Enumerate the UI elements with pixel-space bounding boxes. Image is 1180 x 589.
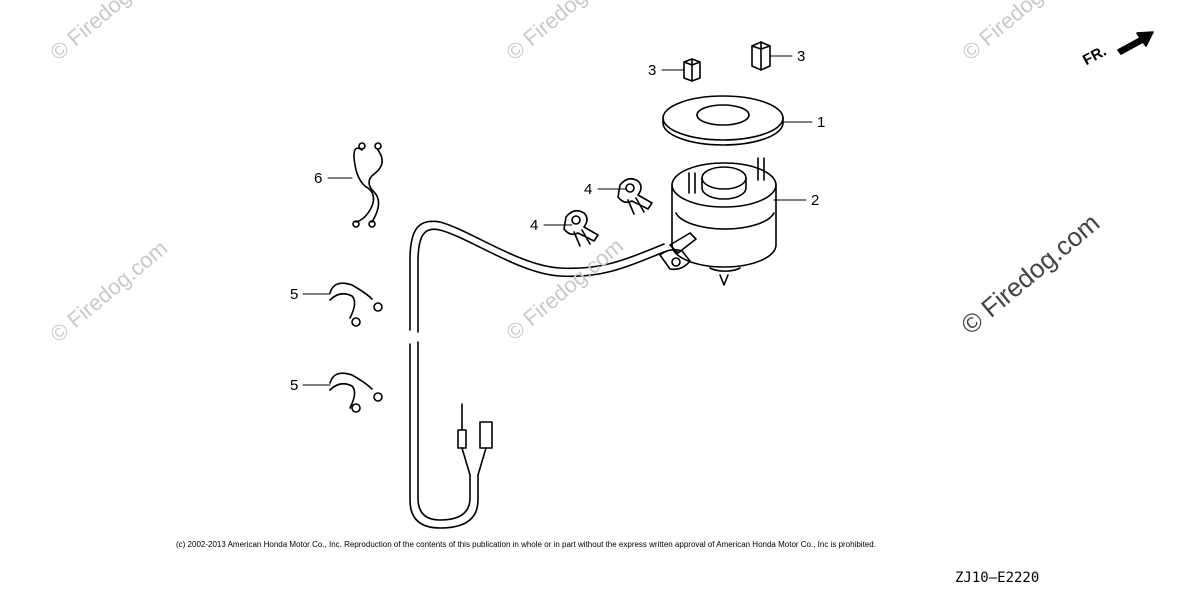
callout-2: 2 xyxy=(811,192,820,209)
part-6-clip xyxy=(352,142,383,228)
part-1-ring xyxy=(662,95,784,146)
part-5-clamp-lower xyxy=(329,372,383,413)
callout-6: 6 xyxy=(314,170,323,187)
callout-4: 4 xyxy=(584,181,593,198)
part-5-clamp-upper xyxy=(329,282,383,327)
leader-lines xyxy=(302,55,813,386)
diagram-code: ZJ10—E2220 xyxy=(955,570,1040,586)
callout-5: 5 xyxy=(290,286,299,303)
copyright-notice: (c) 2002-2013 American Honda Motor Co., … xyxy=(176,540,876,549)
part-3-nut-right xyxy=(751,41,771,71)
callout-3: 3 xyxy=(648,62,657,79)
wire-harness xyxy=(409,220,665,529)
part-4-clip-lower xyxy=(563,209,599,247)
callout-3: 3 xyxy=(797,48,806,65)
callout-1: 1 xyxy=(817,114,826,131)
part-2-stator xyxy=(659,157,777,286)
callout-5: 5 xyxy=(290,377,299,394)
part-4-clip-upper xyxy=(617,177,653,215)
callout-4: 4 xyxy=(530,217,539,234)
front-direction-arrow-icon xyxy=(1117,31,1154,55)
part-3-nut-left xyxy=(683,58,701,82)
